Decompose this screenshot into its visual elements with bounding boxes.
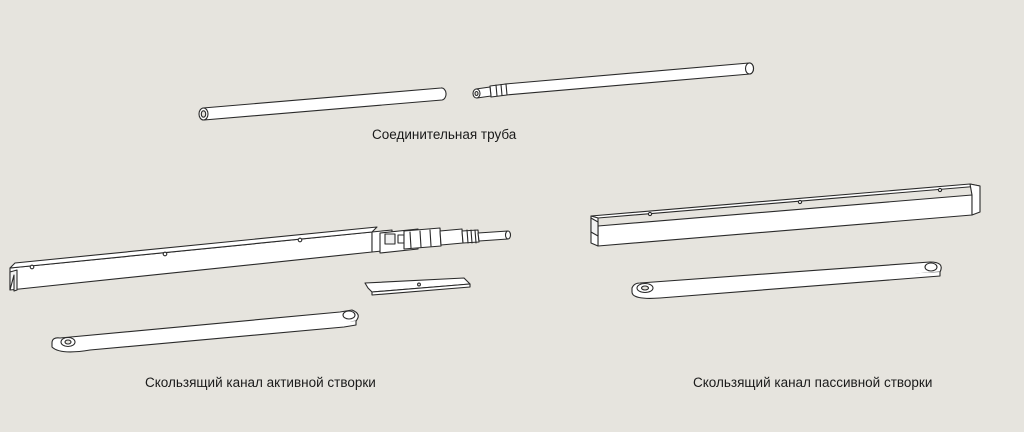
passive-leaf-channel	[590, 183, 981, 247]
active-leaf-arm	[51, 309, 359, 353]
connecting-pipe-caption: Соединительная труба	[372, 127, 517, 142]
mounting-plate	[364, 277, 471, 296]
active-leaf-channel-caption: Скользящий канал активной створки	[145, 375, 376, 390]
passive-leaf-channel-caption: Скользящий канал пассивной створки	[693, 375, 933, 390]
connecting-pipe-left	[198, 87, 447, 121]
active-leaf-channel	[9, 226, 512, 292]
connecting-pipe-right	[472, 62, 755, 99]
passive-leaf-arm	[631, 261, 942, 299]
